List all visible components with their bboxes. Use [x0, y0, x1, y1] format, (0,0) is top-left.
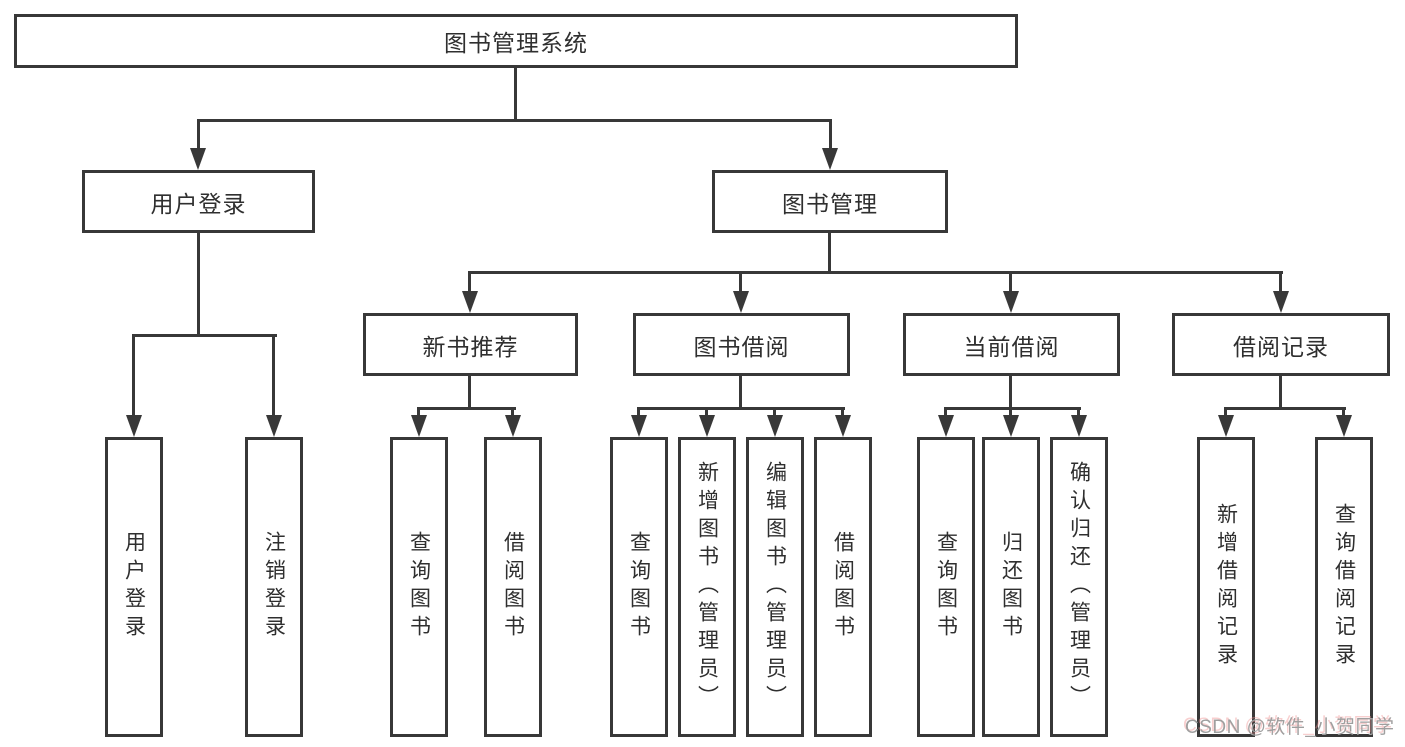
arrowhead-down-icon: [1273, 291, 1289, 313]
leaf-query-book-recommend-label: 查询图书: [407, 531, 431, 643]
connector-login-split: [132, 334, 277, 337]
connector-root-split: [197, 119, 832, 122]
connector-to-current: [1009, 271, 1012, 295]
leaf-user-login-label: 用户登录: [122, 531, 146, 643]
connector-to-records: [1279, 271, 1282, 295]
node-book-borrow-label: 图书借阅: [693, 333, 790, 360]
arrowhead-down-icon: [1218, 415, 1234, 437]
node-borrow-records: 借阅记录: [1172, 313, 1390, 376]
connector-manage-stem: [828, 231, 831, 274]
connector-root-stem: [514, 66, 517, 122]
node-current-borrow-label: 当前借阅: [963, 333, 1060, 360]
leaf-logout: 注销登录: [245, 437, 303, 737]
leaf-query-book-borrow: 查询图书: [610, 437, 668, 737]
node-user-login: 用户登录: [82, 170, 315, 233]
leaf-borrow-book-recommend-label: 借阅图书: [501, 531, 525, 643]
node-root: 图书管理系统: [14, 14, 1018, 68]
connector-to-recommend: [468, 271, 471, 295]
leaf-query-book-current-label: 查询图书: [934, 531, 958, 643]
node-user-login-label: 用户登录: [150, 190, 247, 217]
leaf-user-login: 用户登录: [105, 437, 163, 737]
arrowhead-down-icon: [505, 415, 521, 437]
arrowhead-down-icon: [462, 291, 478, 313]
connector-borrow-child4: [841, 407, 844, 419]
arrowhead-down-icon: [733, 291, 749, 313]
node-borrow-records-label: 借阅记录: [1233, 333, 1329, 360]
arrowhead-down-icon: [822, 148, 838, 170]
connector-login-child1: [132, 334, 135, 419]
leaf-query-borrow-record-label: 查询借阅记录: [1332, 503, 1356, 671]
leaf-query-book-current: 查询图书: [917, 437, 975, 737]
leaf-add-book-admin-label: 新增图书（管理员）: [695, 461, 719, 713]
leaf-borrow-book-label: 借阅图书: [831, 531, 855, 643]
connector-current-split: [944, 407, 1081, 410]
leaf-logout-label: 注销登录: [262, 531, 286, 643]
connector-borrow-child1: [637, 407, 640, 419]
leaf-return-book-label: 归还图书: [999, 531, 1023, 643]
csdn-watermark: CSDN @软件_小贺同学: [1185, 717, 1395, 738]
leaf-add-borrow-record: 新增借阅记录: [1197, 437, 1255, 737]
leaf-borrow-book-recommend: 借阅图书: [484, 437, 542, 737]
arrowhead-down-icon: [767, 415, 783, 437]
leaf-return-book: 归还图书: [982, 437, 1040, 737]
node-book-management-label: 图书管理: [782, 190, 878, 217]
node-new-book-recommend-label: 新书推荐: [422, 333, 519, 360]
arrowhead-down-icon: [699, 415, 715, 437]
connector-borrow-stem: [739, 374, 742, 410]
leaf-borrow-book: 借阅图书: [814, 437, 872, 737]
connector-to-borrow: [739, 271, 742, 295]
connector-recommend-split: [417, 407, 516, 410]
connector-current-child2: [1009, 407, 1012, 419]
arrowhead-down-icon: [1071, 415, 1087, 437]
arrowhead-down-icon: [631, 415, 647, 437]
node-book-borrow: 图书借阅: [633, 313, 850, 376]
arrowhead-down-icon: [938, 415, 954, 437]
leaf-edit-book-admin: 编辑图书（管理员）: [746, 437, 804, 737]
leaf-confirm-return-admin-label: 确认归还（管理员）: [1067, 461, 1091, 713]
connector-borrow-split: [637, 407, 845, 410]
connector-borrow-child2: [705, 407, 708, 419]
arrowhead-down-icon: [266, 415, 282, 437]
connector-current-stem: [1009, 374, 1012, 410]
connector-borrow-child3: [773, 407, 776, 419]
node-root-label: 图书管理系统: [444, 30, 588, 56]
leaf-query-borrow-record: 查询借阅记录: [1315, 437, 1373, 737]
connector-to-login: [197, 119, 200, 153]
leaf-query-book-recommend: 查询图书: [390, 437, 448, 737]
node-book-management: 图书管理: [712, 170, 948, 233]
arrowhead-down-icon: [190, 148, 206, 170]
connector-recommend-child1: [417, 407, 420, 419]
connector-records-split: [1224, 407, 1346, 410]
connector-records-child2: [1342, 407, 1345, 419]
connector-records-stem: [1279, 374, 1282, 410]
arrowhead-down-icon: [1336, 415, 1352, 437]
leaf-query-book-borrow-label: 查询图书: [627, 531, 651, 643]
node-new-book-recommend: 新书推荐: [363, 313, 578, 376]
node-current-borrow: 当前借阅: [903, 313, 1120, 376]
leaf-add-book-admin: 新增图书（管理员）: [678, 437, 736, 737]
connector-current-child3: [1077, 407, 1080, 419]
arrowhead-down-icon: [126, 415, 142, 437]
connector-recommend-stem: [468, 374, 471, 410]
connector-manage-split: [468, 271, 1283, 274]
leaf-edit-book-admin-label: 编辑图书（管理员）: [763, 461, 787, 713]
arrowhead-down-icon: [835, 415, 851, 437]
connector-current-child1: [944, 407, 947, 419]
connector-login-stem: [197, 231, 200, 337]
arrowhead-down-icon: [1003, 291, 1019, 313]
connector-to-manage: [829, 119, 832, 153]
connector-login-child2: [272, 334, 275, 419]
leaf-add-borrow-record-label: 新增借阅记录: [1214, 503, 1238, 671]
connector-recommend-child2: [511, 407, 514, 419]
arrowhead-down-icon: [411, 415, 427, 437]
arrowhead-down-icon: [1003, 415, 1019, 437]
leaf-confirm-return-admin: 确认归还（管理员）: [1050, 437, 1108, 737]
connector-records-child1: [1224, 407, 1227, 419]
